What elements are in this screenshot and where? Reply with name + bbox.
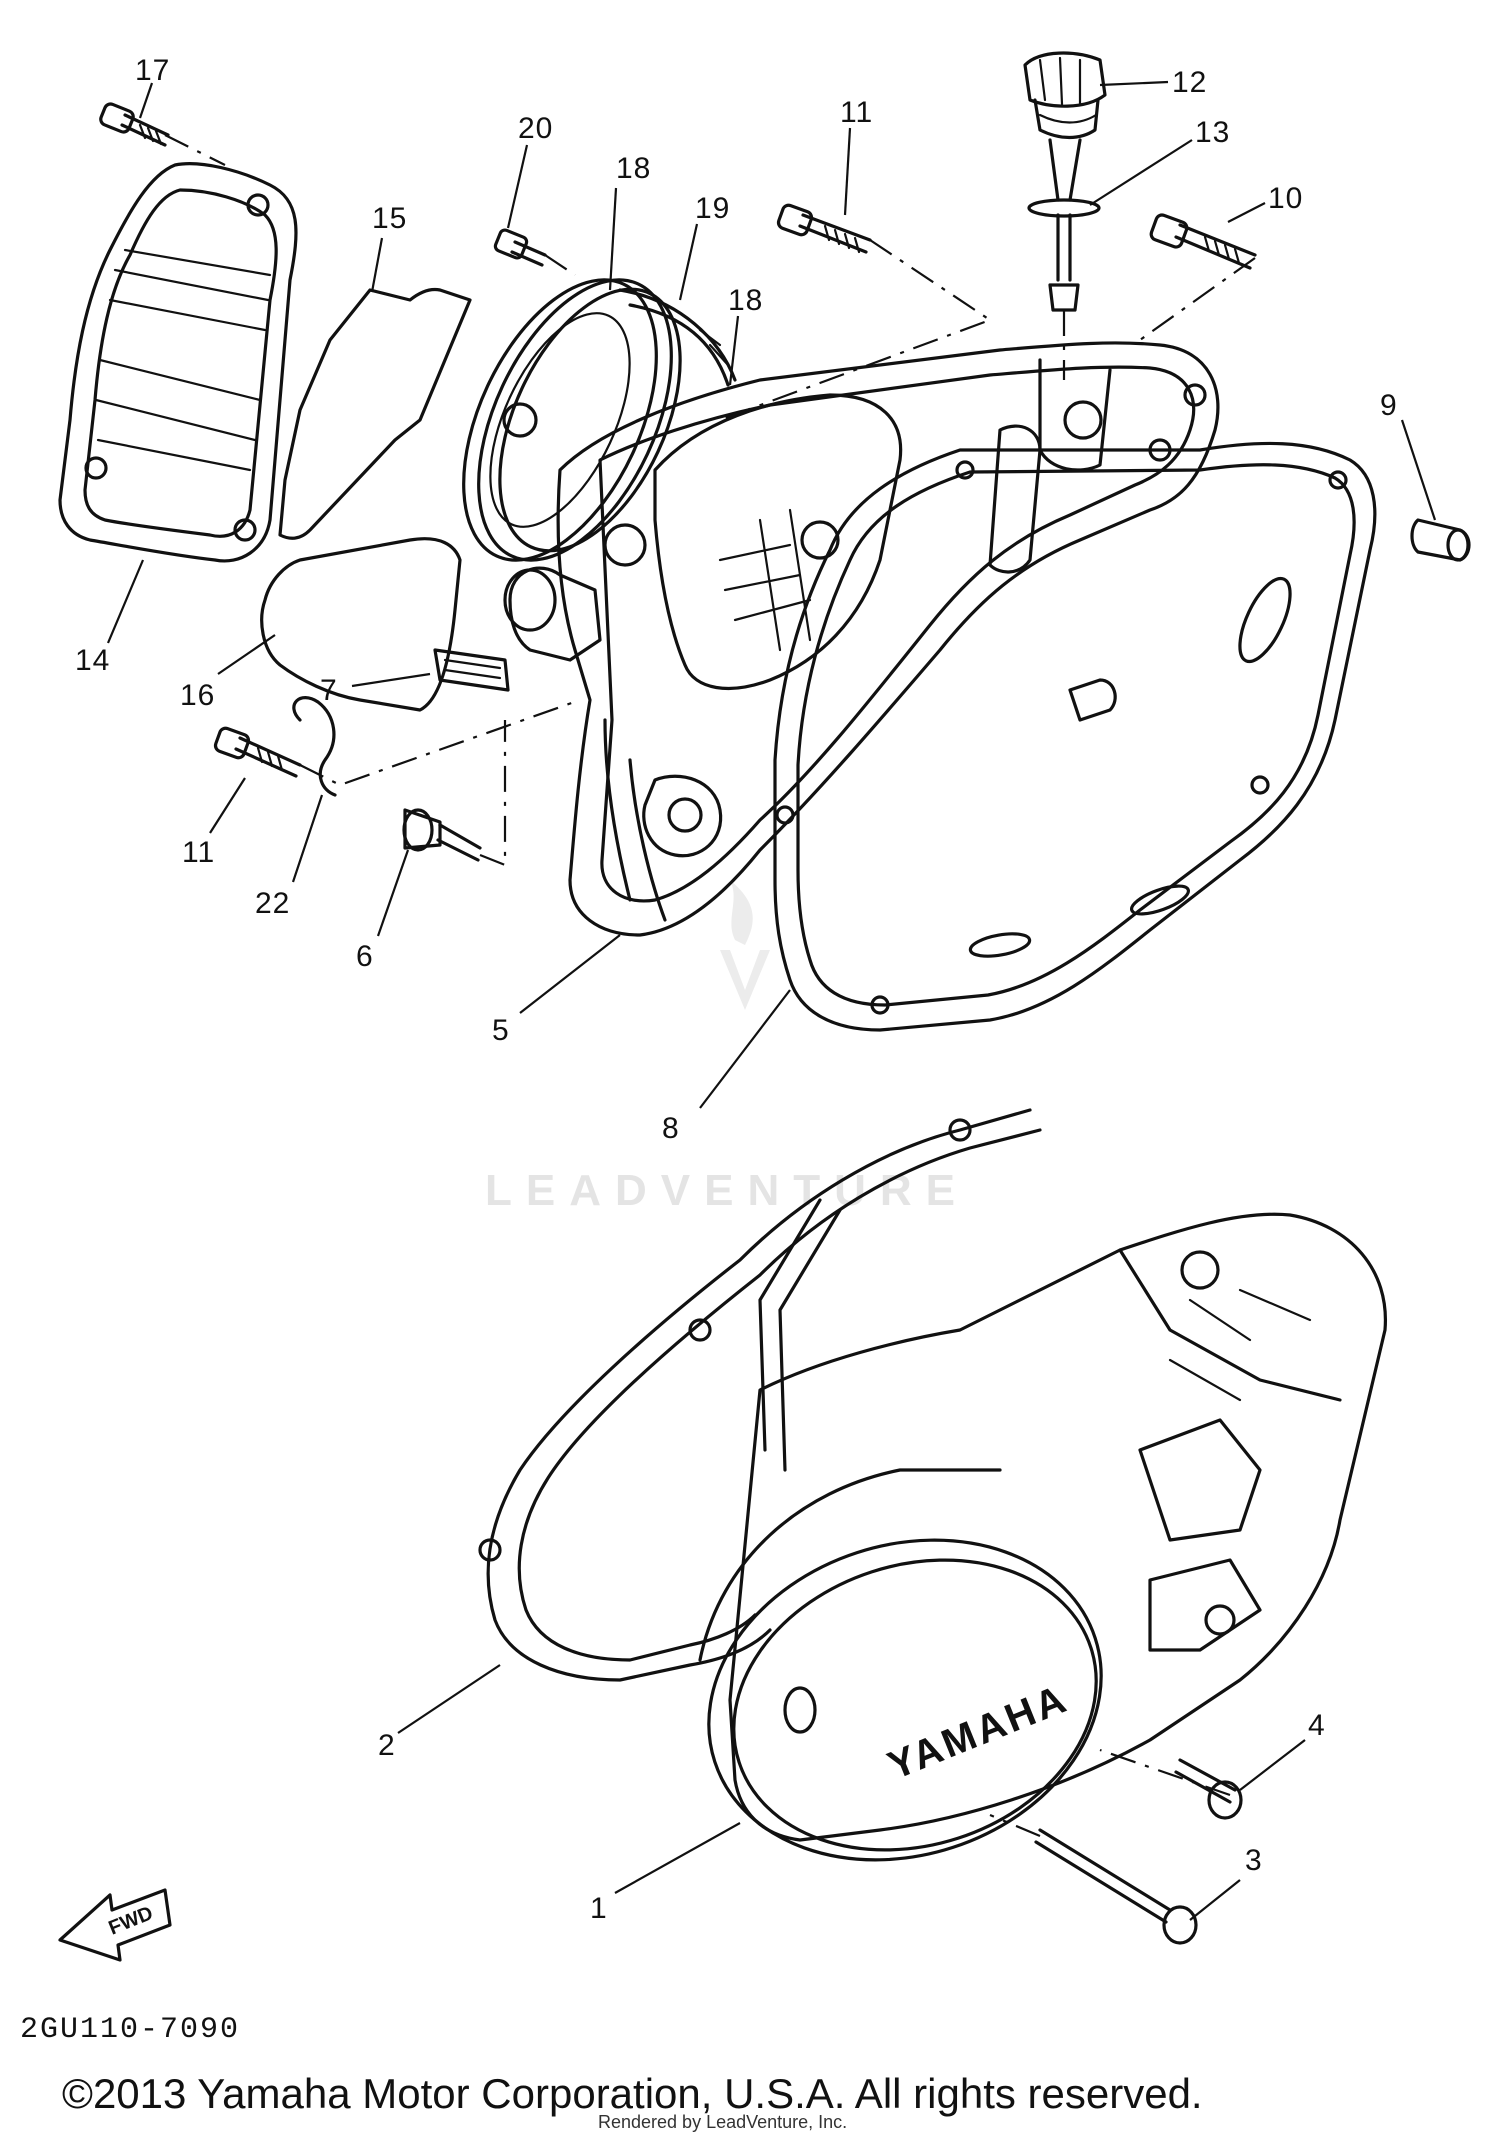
callout-12: 12 xyxy=(1172,66,1207,99)
callout-15: 15 xyxy=(372,202,407,235)
part-6-bolt xyxy=(402,808,482,862)
part-7-block xyxy=(433,648,510,692)
fwd-arrow-icon: FWD xyxy=(58,1888,172,1962)
part-11-lower-bolt xyxy=(213,726,302,778)
part-4-bolt xyxy=(1174,1758,1243,1820)
callout-18: 18 xyxy=(616,152,651,185)
assembly-lines xyxy=(164,134,1256,1838)
copyright-text: ©2013 Yamaha Motor Corporation, U.S.A. A… xyxy=(62,2070,1203,2117)
part-20-ring xyxy=(618,288,737,387)
callout-21: 20 xyxy=(518,112,553,145)
part-1-cover: YAMAHA xyxy=(698,1212,1387,1862)
leader-lines xyxy=(106,80,1437,1921)
callout-13: 13 xyxy=(1195,116,1230,149)
rendered-by-text: Rendered by LeadVenture, Inc. xyxy=(598,2112,847,2132)
callout-2: 2 xyxy=(378,1729,396,1762)
part-11-upper-bolt xyxy=(776,203,872,254)
part-2-gasket xyxy=(478,1108,1042,1682)
callout-11-bottom: 11 xyxy=(182,836,215,869)
part-12-cap xyxy=(1023,51,1107,140)
callout-20: 19 xyxy=(695,192,730,225)
callout-1: 1 xyxy=(590,1892,608,1925)
callout-19: 18 xyxy=(728,284,763,317)
part-17-bolt xyxy=(99,102,170,147)
part-15-gasket xyxy=(278,287,472,540)
callout-10: 10 xyxy=(1268,182,1303,215)
part-3-bolt xyxy=(1034,1828,1198,1945)
part-8-gasket xyxy=(773,441,1377,1032)
callout-7: 7 xyxy=(320,674,338,707)
part-16-plate xyxy=(260,537,462,712)
part-22-clip xyxy=(292,696,337,797)
callout-3: 3 xyxy=(1245,1844,1263,1877)
callouts: 17 20 18 19 18 15 11 12 13 10 9 14 16 7 … xyxy=(75,54,1398,1925)
callout-8: 8 xyxy=(662,1112,680,1145)
callout-4: 4 xyxy=(1308,1709,1326,1742)
part-14-cover xyxy=(58,162,298,563)
part-10-bolt xyxy=(1149,213,1257,270)
watermark-text: LEADVENTURE xyxy=(485,1166,969,1215)
part-9-plug xyxy=(1410,518,1471,562)
callout-22: 22 xyxy=(255,887,290,920)
callout-9: 9 xyxy=(1380,389,1398,422)
part-18-rotor xyxy=(462,278,682,562)
callout-14: 14 xyxy=(75,644,110,677)
cover-brand-text: YAMAHA xyxy=(882,1676,1075,1788)
part-21-bolt xyxy=(493,228,547,267)
watermark: LEADVENTURE xyxy=(485,880,969,1215)
part-5-crankcase-cover xyxy=(503,341,1220,937)
callout-11-top: 11 xyxy=(840,96,873,129)
part-13-dipstick xyxy=(1027,138,1101,312)
callout-5: 5 xyxy=(492,1014,510,1047)
callout-6: 6 xyxy=(356,940,374,973)
callout-17: 17 xyxy=(135,54,170,87)
diagram-code: 2GU110-7090 xyxy=(20,2013,240,2047)
callout-16: 16 xyxy=(180,679,215,712)
